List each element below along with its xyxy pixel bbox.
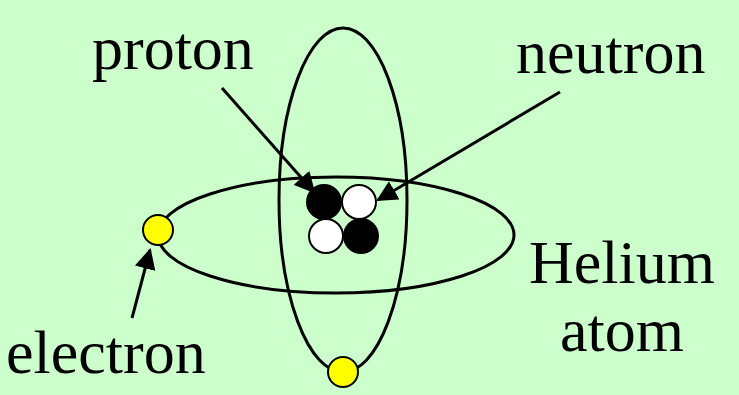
electron-particle xyxy=(143,215,173,245)
orbit-vertical xyxy=(279,28,407,372)
electron-particle xyxy=(328,357,358,387)
part-label: electron xyxy=(6,318,236,386)
part-label: Helium atom xyxy=(512,228,732,364)
neutron-particle xyxy=(309,219,343,253)
leader-arrow xyxy=(378,92,560,200)
leader-arrow xyxy=(132,250,150,318)
orbit-horizontal xyxy=(158,177,514,293)
proton-particle xyxy=(344,219,378,253)
part-label: proton xyxy=(92,14,292,82)
part-label: neutron xyxy=(516,18,734,86)
leader-arrow xyxy=(222,88,314,192)
neutron-particle xyxy=(342,185,376,219)
